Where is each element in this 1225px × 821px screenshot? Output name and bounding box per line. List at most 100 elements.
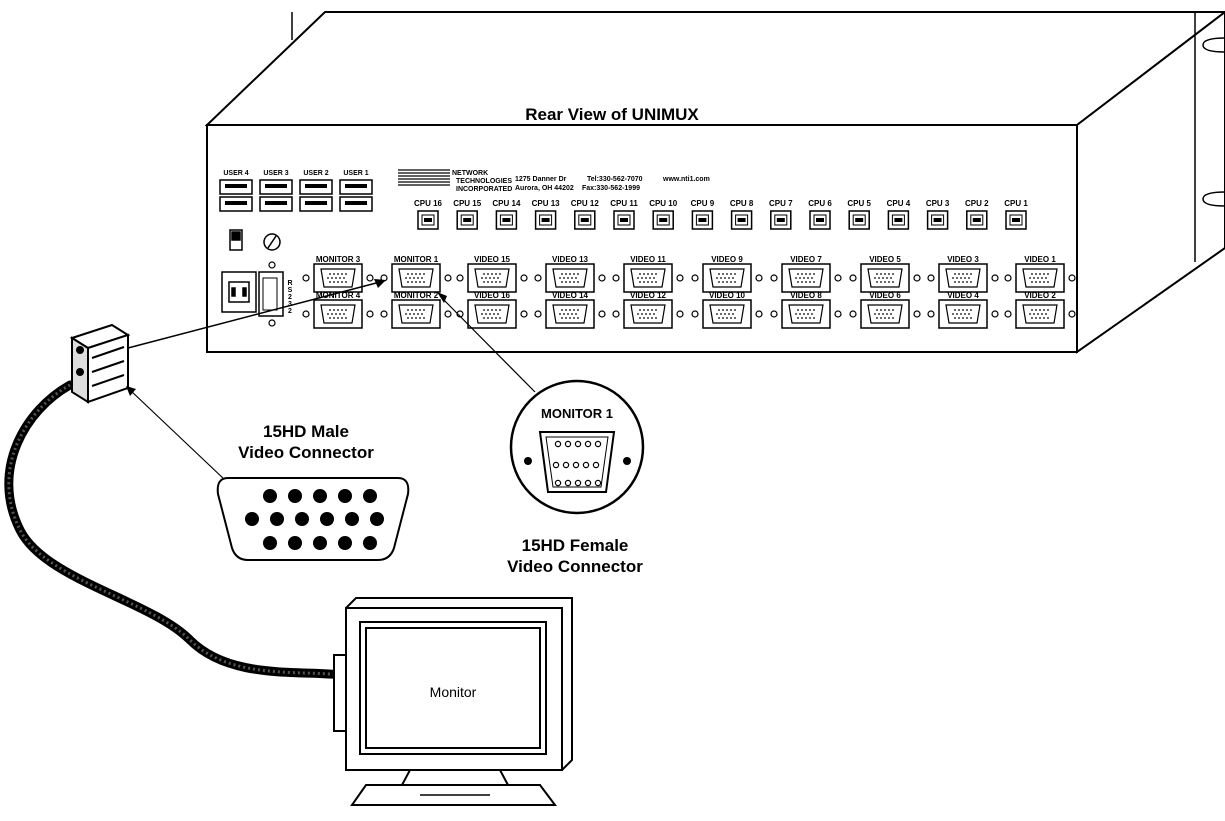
cpu-port: CPU 9 [691, 199, 715, 230]
cpu-port-label: CPU 10 [649, 199, 678, 208]
video-port-label: VIDEO 9 [711, 255, 743, 264]
company-web: www.nti1.com [662, 176, 710, 183]
male-caption-1: 15HD Male [263, 422, 349, 441]
video-port: VIDEO 15 [456, 255, 528, 293]
cpu-port: CPU 15 [453, 199, 482, 230]
video-port: VIDEO 9 [691, 255, 763, 293]
cpu-port-label: CPU 16 [414, 199, 443, 208]
cpu-port: CPU 1 [1004, 199, 1028, 230]
video-port: VIDEO 1 [1004, 255, 1076, 293]
nti-logo [398, 169, 450, 186]
fuse-holder-icon [263, 233, 281, 251]
cpu-usb-ports: CPU 16 CPU 15 CPU 14 CPU 13 CPU 12 CPU 11 CPU … [414, 199, 1028, 230]
cpu-port-label: CPU 13 [532, 199, 561, 208]
video-port-label: VIDEO 6 [869, 291, 901, 300]
company-address-2: Aurora, OH 44202 [515, 185, 574, 192]
cpu-port-label: CPU 9 [691, 199, 715, 208]
cpu-port: CPU 4 [887, 199, 911, 230]
video-port: VIDEO 6 [849, 291, 921, 329]
cpu-port-label: CPU 12 [571, 199, 600, 208]
cpu-port-label: CPU 3 [926, 199, 950, 208]
monitor-device [333, 597, 573, 806]
cpu-port-label: CPU 6 [808, 199, 832, 208]
rs232-label-char: 2 [288, 294, 292, 301]
cpu-port: CPU 13 [532, 199, 561, 230]
video-port-label: MONITOR 2 [394, 291, 439, 300]
video-port: VIDEO 2 [1004, 291, 1076, 329]
video-port-label: VIDEO 4 [947, 291, 979, 300]
video-port: VIDEO 10 [691, 291, 763, 329]
unimux-chassis [204, 10, 1225, 354]
cpu-port: CPU 6 [808, 199, 832, 230]
video-port: VIDEO 5 [849, 255, 921, 293]
cpu-port: CPU 3 [926, 199, 950, 230]
cpu-port: CPU 11 [610, 199, 638, 230]
male-plug-connector [69, 323, 131, 404]
female-caption-2: Video Connector [507, 557, 643, 576]
video-port-label: VIDEO 15 [474, 255, 511, 264]
rs232-port [258, 261, 284, 327]
video-port-label: MONITOR 1 [394, 255, 439, 264]
video-port-label: VIDEO 8 [790, 291, 822, 300]
video-port-label: VIDEO 3 [947, 255, 979, 264]
company-address-1: 1275 Danner Dr [515, 176, 567, 183]
callout-port-label: MONITOR 1 [541, 406, 613, 421]
usb-port-label: USER 2 [303, 170, 328, 177]
rs232-label-char: R [287, 280, 292, 287]
cpu-port: CPU 8 [730, 199, 754, 230]
video-port-label: VIDEO 13 [552, 255, 589, 264]
usb-port-label: USER 4 [223, 170, 248, 177]
cpu-port-label: CPU 7 [769, 199, 793, 208]
video-port-label: VIDEO 14 [552, 291, 589, 300]
company-name-3: INCORPORATED [456, 186, 512, 193]
usb-user-ports: USER 4 USER 3 USER 2 USER 1 [219, 170, 373, 212]
cpu-port: CPU 10 [649, 199, 678, 230]
usb-port-label: USER 3 [263, 170, 288, 177]
power-switch [229, 229, 243, 251]
cpu-port: CPU 2 [965, 199, 989, 230]
chassis-side-face [1076, 10, 1225, 354]
rs232-label-char: S [288, 287, 293, 294]
cpu-port-label: CPU 1 [1004, 199, 1028, 208]
cpu-port: CPU 5 [847, 199, 872, 230]
female-pins [552, 440, 602, 487]
cpu-port-label: CPU 11 [610, 199, 638, 208]
monitor-label: Monitor [430, 684, 477, 700]
usb-port-2: USER 2 [299, 170, 333, 212]
usb-port-1: USER 1 [339, 170, 373, 212]
video-port: VIDEO 16 [456, 291, 528, 329]
usb-port-4: USER 4 [219, 170, 253, 212]
video-port-label: VIDEO 1 [1024, 255, 1056, 264]
company-name-2: TECHNOLOGIES [456, 178, 512, 185]
cpu-port-label: CPU 5 [847, 199, 871, 208]
video-port: VIDEO 11 [612, 255, 684, 293]
video-port-label: VIDEO 16 [474, 291, 511, 300]
video-port-label: MONITOR 4 [316, 291, 361, 300]
female-caption-1: 15HD Female [522, 536, 629, 555]
video-port: VIDEO 3 [927, 255, 999, 293]
cpu-port-label: CPU 14 [492, 199, 521, 208]
video-port: VIDEO 13 [534, 255, 606, 293]
video-port: MONITOR 1 [380, 255, 452, 293]
video-port-label: MONITOR 3 [316, 255, 361, 264]
video-port-label: VIDEO 11 [630, 255, 666, 264]
video-port: MONITOR 3 [302, 255, 374, 293]
diagram-title: Rear View of UNIMUX [525, 105, 699, 124]
company-fax: Fax:330-562-1999 [582, 185, 640, 192]
chassis-top-face [204, 11, 1225, 126]
video-port-label: VIDEO 5 [869, 255, 901, 264]
usb-port-label: USER 1 [343, 170, 368, 177]
video-port-label: VIDEO 7 [790, 255, 822, 264]
cpu-port: CPU 16 [414, 199, 443, 230]
company-name-1: NETWORK [452, 170, 488, 177]
video-port-label: VIDEO 10 [709, 291, 746, 300]
video-port: VIDEO 8 [770, 291, 842, 329]
video-port-label: VIDEO 2 [1024, 291, 1056, 300]
video-port-label: VIDEO 12 [630, 291, 667, 300]
rs232-label-char: 2 [288, 308, 292, 315]
cpu-port-label: CPU 4 [887, 199, 911, 208]
video-port: VIDEO 12 [612, 291, 684, 329]
rs232-label-char: 3 [288, 301, 292, 308]
